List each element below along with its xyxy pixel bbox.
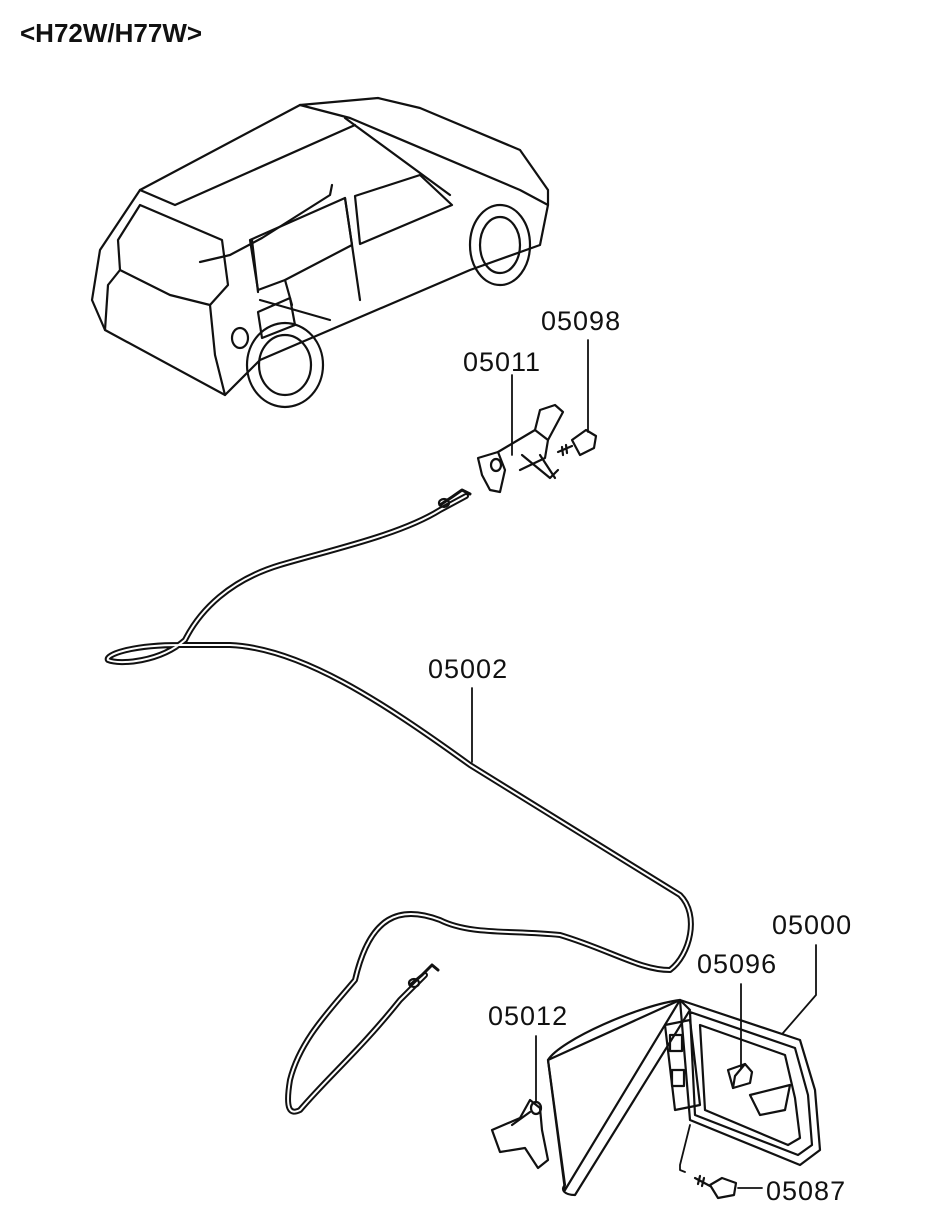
screw-05087 [693,1174,738,1200]
vehicle-illustration [90,96,550,409]
part-label-05012: 05012 [488,1001,569,1031]
part-label-05098: 05098 [541,306,622,336]
part-label-05087: 05087 [766,1176,847,1206]
lock-assembly-05012 [490,1098,550,1170]
part-label-05000: 05000 [772,910,853,940]
leader-lines [471,339,817,1189]
clip-05096 [726,1062,754,1090]
part-label-05096: 05096 [697,949,778,979]
screw-05098 [556,428,598,457]
fuel-lid-panel-05000 [546,998,822,1197]
release-handle-05011 [476,403,565,494]
part-label-05002: 05002 [428,654,509,684]
leader-05000 [782,944,817,1034]
diagram-title: <H72W/H77W> [20,18,203,48]
release-cable-05002 [104,488,694,1115]
part-label-05011: 05011 [463,347,542,377]
leader-05087-a [679,1124,691,1173]
